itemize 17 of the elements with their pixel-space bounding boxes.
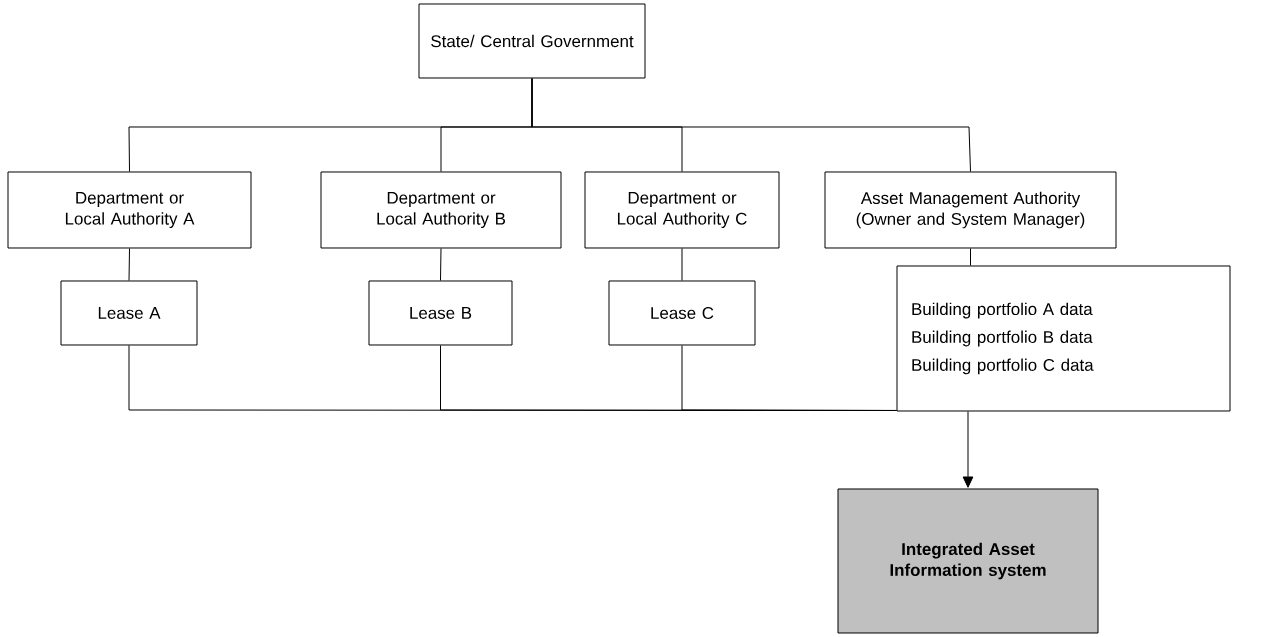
system-box: Integrated Asset Information system — [837, 488, 1099, 634]
lease-box: Lease B — [368, 280, 513, 346]
connector-line — [970, 248, 971, 266]
authority-box: Asset Management Authority (Owner and System Manager) — [824, 171, 1117, 249]
arrow — [962, 411, 974, 488]
department-box: Department or Local Authority A — [7, 171, 252, 249]
box: State/ Central Government — [418, 3, 646, 79]
connector-line — [440, 248, 442, 281]
connector-line — [531, 78, 971, 172]
department-box: Department or Local Authority C — [584, 171, 780, 249]
lease-box: Lease C — [608, 280, 756, 346]
connector-line — [681, 248, 683, 281]
lease-box: Lease A — [60, 280, 198, 346]
department-box: Department or Local Authority B — [320, 171, 562, 249]
connector-line — [128, 248, 130, 281]
data-box: Building portfolio A data Building portfolio B data Building portfolio C data — [896, 265, 1231, 412]
connector-line — [681, 345, 897, 411]
